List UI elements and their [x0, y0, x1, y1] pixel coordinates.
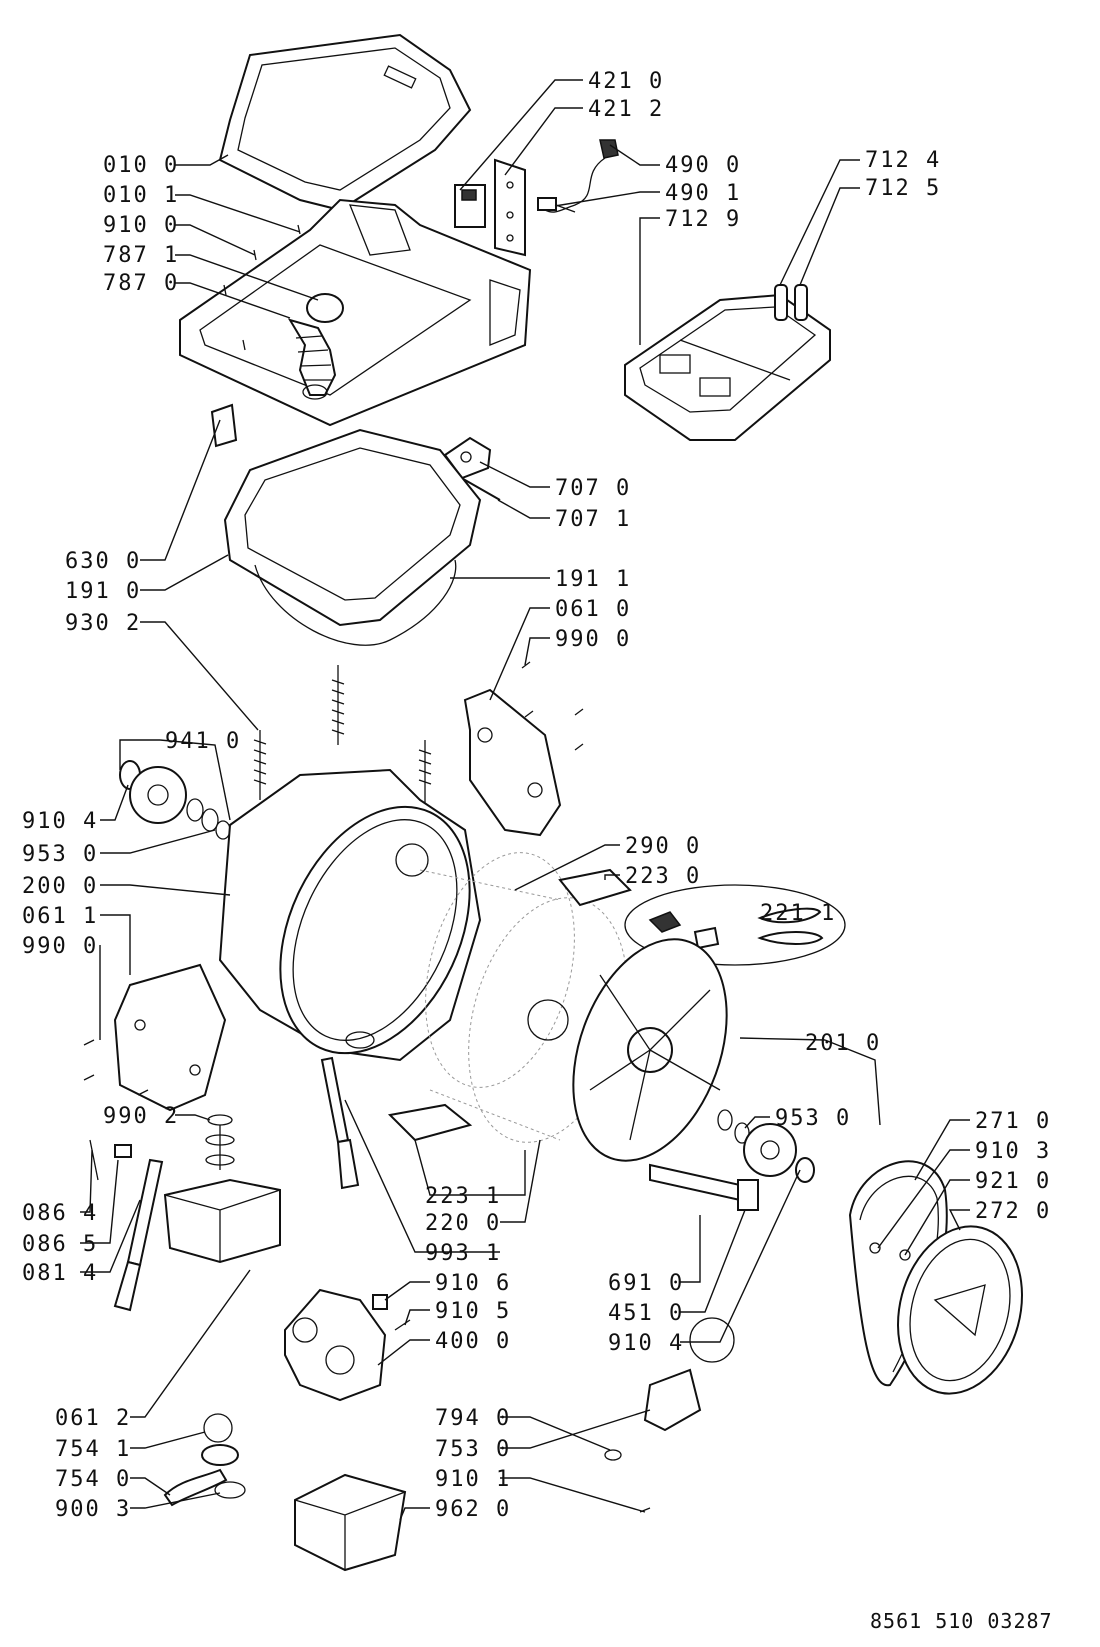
label-754-1: 754 1 — [55, 1437, 131, 1462]
part-motor — [284, 1288, 387, 1402]
part-counterweight-top — [463, 688, 562, 837]
part-dispenser-tubes — [774, 284, 808, 321]
part-screws-061 — [521, 661, 584, 751]
label-061-2: 061 2 — [55, 1406, 131, 1431]
part-screws-061-1 — [83, 1039, 149, 1096]
leader-lines — [80, 79, 970, 1521]
part-heater — [649, 1163, 759, 1211]
label-223-0: 223 0 — [625, 864, 701, 889]
label-451-0: 451 0 — [608, 1301, 684, 1326]
part-bellows-hose — [287, 293, 344, 400]
part-detergent-dispenser — [624, 293, 831, 441]
label-990-2: 990 2 — [103, 1104, 179, 1129]
label-930-2: 930 2 — [65, 611, 141, 636]
label-910-6: 910 6 — [435, 1271, 511, 1296]
part-tub-rear-half — [572, 938, 728, 1162]
part-630 — [210, 403, 238, 448]
label-061-0: 061 0 — [555, 597, 631, 622]
part-drum-lifters — [624, 884, 846, 966]
part-bearing-kit-left — [119, 760, 231, 840]
part-910-5 — [394, 1319, 411, 1331]
label-921-0: 921 0 — [975, 1169, 1051, 1194]
label-990-0-a: 990 0 — [555, 627, 631, 652]
label-900-3: 900 3 — [55, 1497, 131, 1522]
label-691-0: 691 0 — [608, 1271, 684, 1296]
label-490-0: 490 0 — [665, 153, 741, 178]
reference-code: 8561 510 03287 — [870, 1609, 1053, 1633]
label-910-4-b: 910 4 — [608, 1331, 684, 1356]
part-top-lid — [218, 33, 472, 212]
label-707-1: 707 1 — [555, 507, 631, 532]
label-910-0: 910 0 — [103, 213, 179, 238]
part-counterweight-bottom — [163, 1178, 281, 1264]
label-794-0: 794 0 — [435, 1406, 511, 1431]
part-outer-tub — [218, 768, 482, 1062]
label-400-0: 400 0 — [435, 1329, 511, 1354]
label-787-1: 787 1 — [103, 243, 179, 268]
label-754-0: 754 0 — [55, 1467, 131, 1492]
part-shock-absorber-left — [89, 1139, 164, 1312]
part-packaging-box — [294, 1473, 407, 1572]
part-tub-front-cover — [848, 1160, 1023, 1395]
label-712-5: 712 5 — [865, 176, 941, 201]
label-753-0: 753 0 — [435, 1437, 511, 1462]
label-953-0-b: 953 0 — [775, 1106, 851, 1131]
label-630-0: 630 0 — [65, 549, 141, 574]
label-941-0: 941 0 — [165, 729, 241, 754]
part-power-cord — [537, 139, 619, 213]
label-490-1: 490 1 — [665, 181, 741, 206]
part-adjuster-990-2 — [205, 1114, 235, 1170]
part-labels: 010 0 010 1 910 0 787 1 787 0 421 0 421 … — [22, 69, 1053, 1633]
label-421-0: 421 0 — [588, 69, 664, 94]
part-tub-cover — [223, 428, 482, 646]
label-962-0: 962 0 — [435, 1497, 511, 1522]
label-086-4: 086 4 — [22, 1201, 98, 1226]
label-220-0: 220 0 — [425, 1211, 501, 1236]
label-910-3: 910 3 — [975, 1139, 1051, 1164]
label-271-0: 271 0 — [975, 1109, 1051, 1134]
label-953-0-a: 953 0 — [22, 842, 98, 867]
label-201-0: 201 0 — [805, 1031, 881, 1056]
part-pump-filter — [163, 1413, 246, 1507]
part-shock-absorber-center — [320, 1056, 360, 1190]
part-counterweight-front — [113, 963, 227, 1112]
label-910-4-a: 910 4 — [22, 809, 98, 834]
part-bearing-kit-right — [717, 1109, 815, 1183]
label-221-1: 221 1 — [760, 901, 836, 926]
label-290-0: 290 0 — [625, 834, 701, 859]
label-787-0: 787 0 — [103, 271, 179, 296]
label-086-5: 086 5 — [22, 1232, 98, 1257]
label-061-1: 061 1 — [22, 904, 98, 929]
label-010-0: 010 0 — [103, 153, 179, 178]
label-081-4: 081 4 — [22, 1261, 98, 1286]
label-990-0-b: 990 0 — [22, 934, 98, 959]
part-223-0 — [558, 868, 632, 907]
label-191-1: 191 1 — [555, 567, 631, 592]
label-272-0: 272 0 — [975, 1199, 1051, 1224]
label-707-0: 707 0 — [555, 476, 631, 501]
label-993-1: 993 1 — [425, 1241, 501, 1266]
label-223-1: 223 1 — [425, 1184, 501, 1209]
label-910-1: 910 1 — [435, 1467, 511, 1492]
part-223-1 — [387, 1103, 473, 1142]
label-421-2: 421 2 — [588, 97, 664, 122]
label-712-4: 712 4 — [865, 148, 941, 173]
part-interference-filter — [454, 158, 526, 257]
part-910-6 — [372, 1294, 388, 1310]
label-191-0: 191 0 — [65, 579, 141, 604]
label-010-1: 010 1 — [103, 183, 179, 208]
part-worktop-frame — [179, 198, 532, 427]
label-712-9: 712 9 — [665, 207, 741, 232]
label-910-5: 910 5 — [435, 1299, 511, 1324]
label-200-0: 200 0 — [22, 874, 98, 899]
